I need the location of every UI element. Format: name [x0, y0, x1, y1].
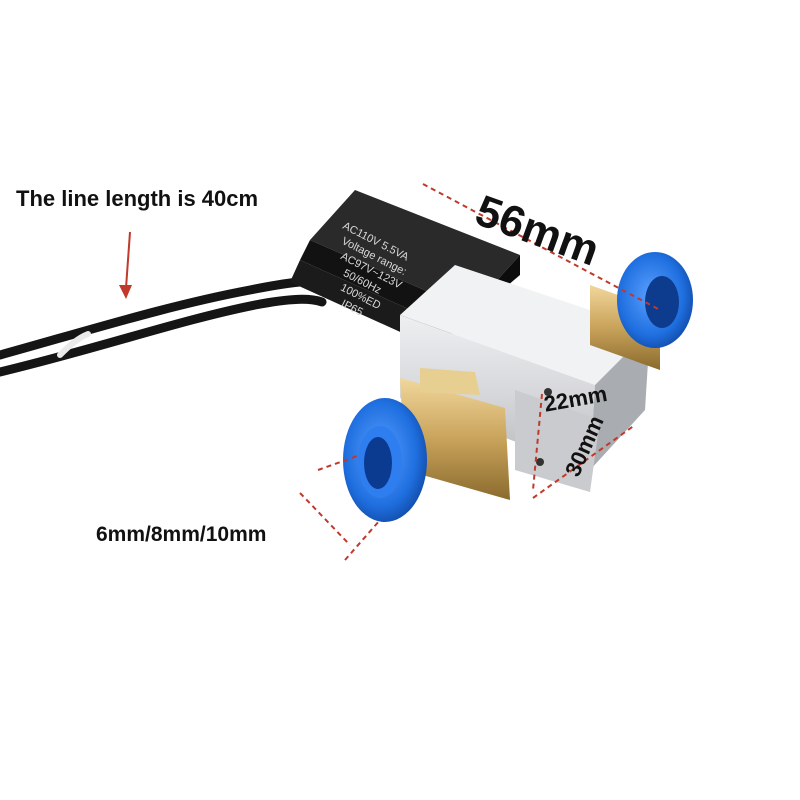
- mounting-hole: [536, 458, 544, 466]
- valve-body: [400, 265, 650, 492]
- port-size-label: 6mm/8mm/10mm: [96, 523, 267, 546]
- outlet-fitting: [590, 252, 693, 370]
- cable: [0, 276, 327, 377]
- inlet-fitting: [343, 368, 510, 522]
- mounting-hole: [544, 388, 552, 396]
- line-length-label: The line length is 40cm: [16, 186, 259, 211]
- arrow-down-icon: [119, 231, 132, 299]
- dimension-lines: [299, 183, 661, 561]
